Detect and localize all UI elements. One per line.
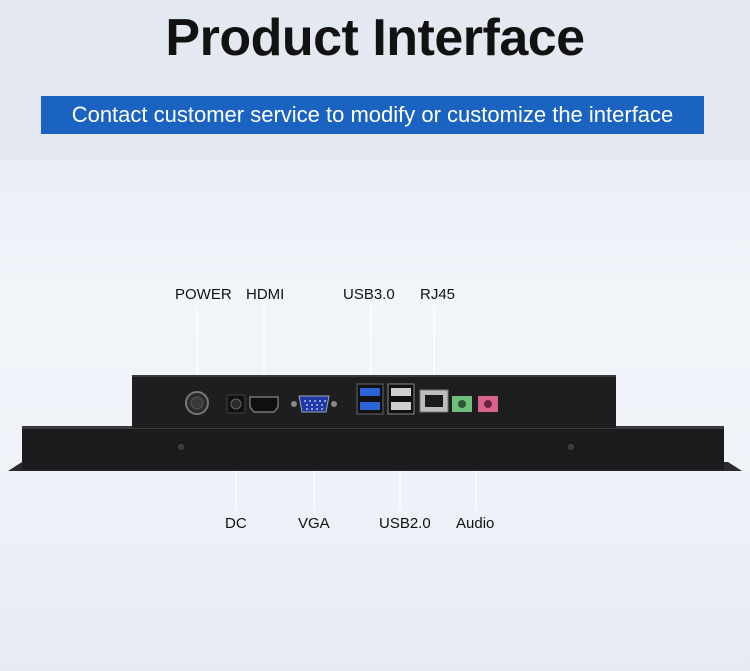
label-vga: VGA: [298, 515, 330, 532]
vga-screw-right: [331, 401, 337, 407]
label-audio: Audio: [456, 515, 495, 532]
label-rj45: RJ45: [420, 286, 456, 303]
label-dc: DC: [225, 515, 247, 532]
label-power: POWER: [175, 286, 232, 303]
screw-icon: [566, 442, 576, 452]
info-banner: Contact customer service to modify or cu…: [41, 96, 704, 134]
device-body: [22, 426, 724, 470]
vga-screw-left: [291, 401, 297, 407]
label-usb20: USB2.0: [379, 515, 431, 532]
page-title: Product Interface: [165, 9, 585, 67]
vga-port-icon: [298, 395, 330, 413]
label-hdmi: HDMI: [246, 286, 285, 303]
screw-icon: [176, 442, 186, 452]
label-usb30: USB3.0: [343, 286, 395, 303]
hdmi-port-icon: [249, 396, 279, 413]
